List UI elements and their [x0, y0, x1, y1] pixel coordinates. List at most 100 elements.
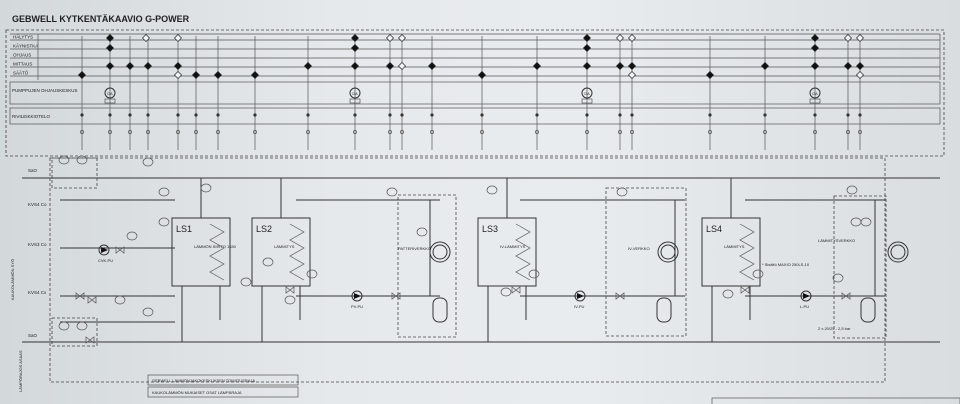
- signal-marker-filled: [304, 62, 312, 70]
- bottom-box: [147, 386, 299, 398]
- terminal-point: [480, 130, 484, 134]
- terminal-point: [858, 130, 862, 134]
- signal-marker-filled: [811, 44, 819, 52]
- instrument-bubble: [306, 269, 318, 279]
- network-symbol-inner: [660, 244, 676, 260]
- signal-marker-filled: [214, 71, 222, 79]
- signal-marker-filled: [616, 62, 624, 70]
- instrument-bubble: [76, 155, 88, 165]
- section-band-terminal: [9, 107, 941, 125]
- instrument-bubble: [500, 287, 512, 297]
- terminal-point: [430, 130, 434, 134]
- terminal-point: [618, 113, 622, 117]
- signal-marker-filled: [192, 71, 200, 79]
- signal-marker-filled: [144, 62, 152, 70]
- signal-marker-open: [398, 34, 406, 42]
- signal-marker-filled: [811, 34, 819, 42]
- terminal-point: [176, 113, 180, 117]
- side-note: LÄMPÖRAJOS ASAAS: [18, 350, 23, 392]
- signal-marker-filled: [106, 34, 114, 42]
- terminal-point: [813, 130, 817, 134]
- signal-marker-filled: [583, 62, 591, 70]
- valve-symbol: [391, 292, 401, 300]
- circulation-pump: [800, 290, 812, 302]
- da-label: DA: [352, 92, 358, 96]
- instrument-bubble: [158, 217, 170, 227]
- da-tag: [581, 98, 593, 104]
- terminal-point: [585, 113, 589, 117]
- terminal-point: [176, 130, 180, 134]
- instrument-bubble: [486, 185, 498, 195]
- signal-marker-filled: [126, 62, 134, 70]
- network-label: LÄMMITYSVERKKO: [818, 238, 855, 243]
- instrument-bubble: [158, 187, 170, 197]
- da-tag: [104, 98, 116, 104]
- exchanger-coil: [289, 223, 305, 281]
- title-block-edge: [711, 397, 960, 404]
- signal-marker-filled: [583, 44, 591, 52]
- instrument-bubble: [850, 217, 862, 227]
- signal-marker-filled: [856, 62, 864, 70]
- exchanger-coil: [209, 223, 225, 281]
- expansion-tank: [432, 297, 448, 323]
- circuit-frame: [605, 187, 687, 337]
- instrument-bubble: [722, 289, 734, 299]
- exchanger-name: LS1: [176, 224, 192, 234]
- bottom-box-label: GEBWELL LÄMMÖNJAKOKESKUKSEN TOIMITUSRAJA: [152, 378, 255, 383]
- terminal-point: [708, 130, 712, 134]
- signal-marker-filled: [351, 62, 359, 70]
- terminal-point: [306, 113, 310, 117]
- pipe-label: SaO: [28, 333, 38, 338]
- instrument-bubble: [142, 307, 154, 317]
- da-label: DA: [584, 92, 590, 96]
- instrument-bubble: [752, 269, 764, 279]
- da-tag: [809, 98, 821, 104]
- instrument-bubble: [240, 277, 252, 287]
- signal-marker-filled: [174, 62, 182, 70]
- terminal-point: [80, 130, 84, 134]
- section-label: PUMPPUJEN OHJAUSKESKUS: [12, 88, 78, 93]
- instrument-bubble: [386, 187, 398, 197]
- circulation-pump: [574, 290, 586, 302]
- signal-marker-filled: [78, 71, 86, 79]
- section-band-control: [9, 81, 941, 105]
- terminal-point: [146, 113, 150, 117]
- pump-label: PV-PU: [351, 304, 363, 309]
- delivery-frame: [49, 157, 886, 383]
- pump-label: L-PU: [800, 304, 809, 309]
- da-controller: [349, 87, 361, 99]
- terminal-point: [400, 113, 404, 117]
- signal-marker-filled: [351, 34, 359, 42]
- signal-marker-open: [628, 71, 636, 79]
- exchanger-note: LÄMMÖN SIIRTO 1630: [194, 244, 237, 249]
- pump-label: IV-PU: [574, 304, 585, 309]
- terminal-point: [108, 113, 112, 117]
- meter-frame-bottom: [51, 317, 98, 347]
- network-label: PATTERIVERKKO: [398, 246, 431, 251]
- meter-frame-top: [51, 157, 98, 189]
- terminal-point: [194, 130, 198, 134]
- valve-symbol: [740, 286, 750, 294]
- terminal-point: [146, 130, 150, 134]
- expansion-tank: [656, 297, 672, 323]
- signal-marker-filled: [386, 62, 394, 70]
- bus-label: SÄÄTÖ: [13, 70, 29, 76]
- signal-marker-filled: [106, 44, 114, 52]
- pipe-label: KVS3 Co: [28, 242, 47, 247]
- terminal-point: [194, 113, 198, 117]
- pump-arrow: [101, 247, 108, 253]
- instrument-bubble: [114, 295, 126, 305]
- note-label: * Sisältö MAXIO 250LS-10: [762, 262, 810, 267]
- terminal-point: [80, 113, 84, 117]
- bus-label: MITTAUS: [13, 62, 32, 67]
- signal-marker-open: [142, 34, 150, 42]
- signal-marker-open: [174, 34, 182, 42]
- signal-marker-filled: [583, 34, 591, 42]
- network-symbol-inner: [432, 244, 448, 260]
- signal-marker-filled: [106, 62, 114, 70]
- valve-symbol: [511, 286, 521, 294]
- pump-arrow: [354, 293, 361, 299]
- terminal-point: [846, 113, 850, 117]
